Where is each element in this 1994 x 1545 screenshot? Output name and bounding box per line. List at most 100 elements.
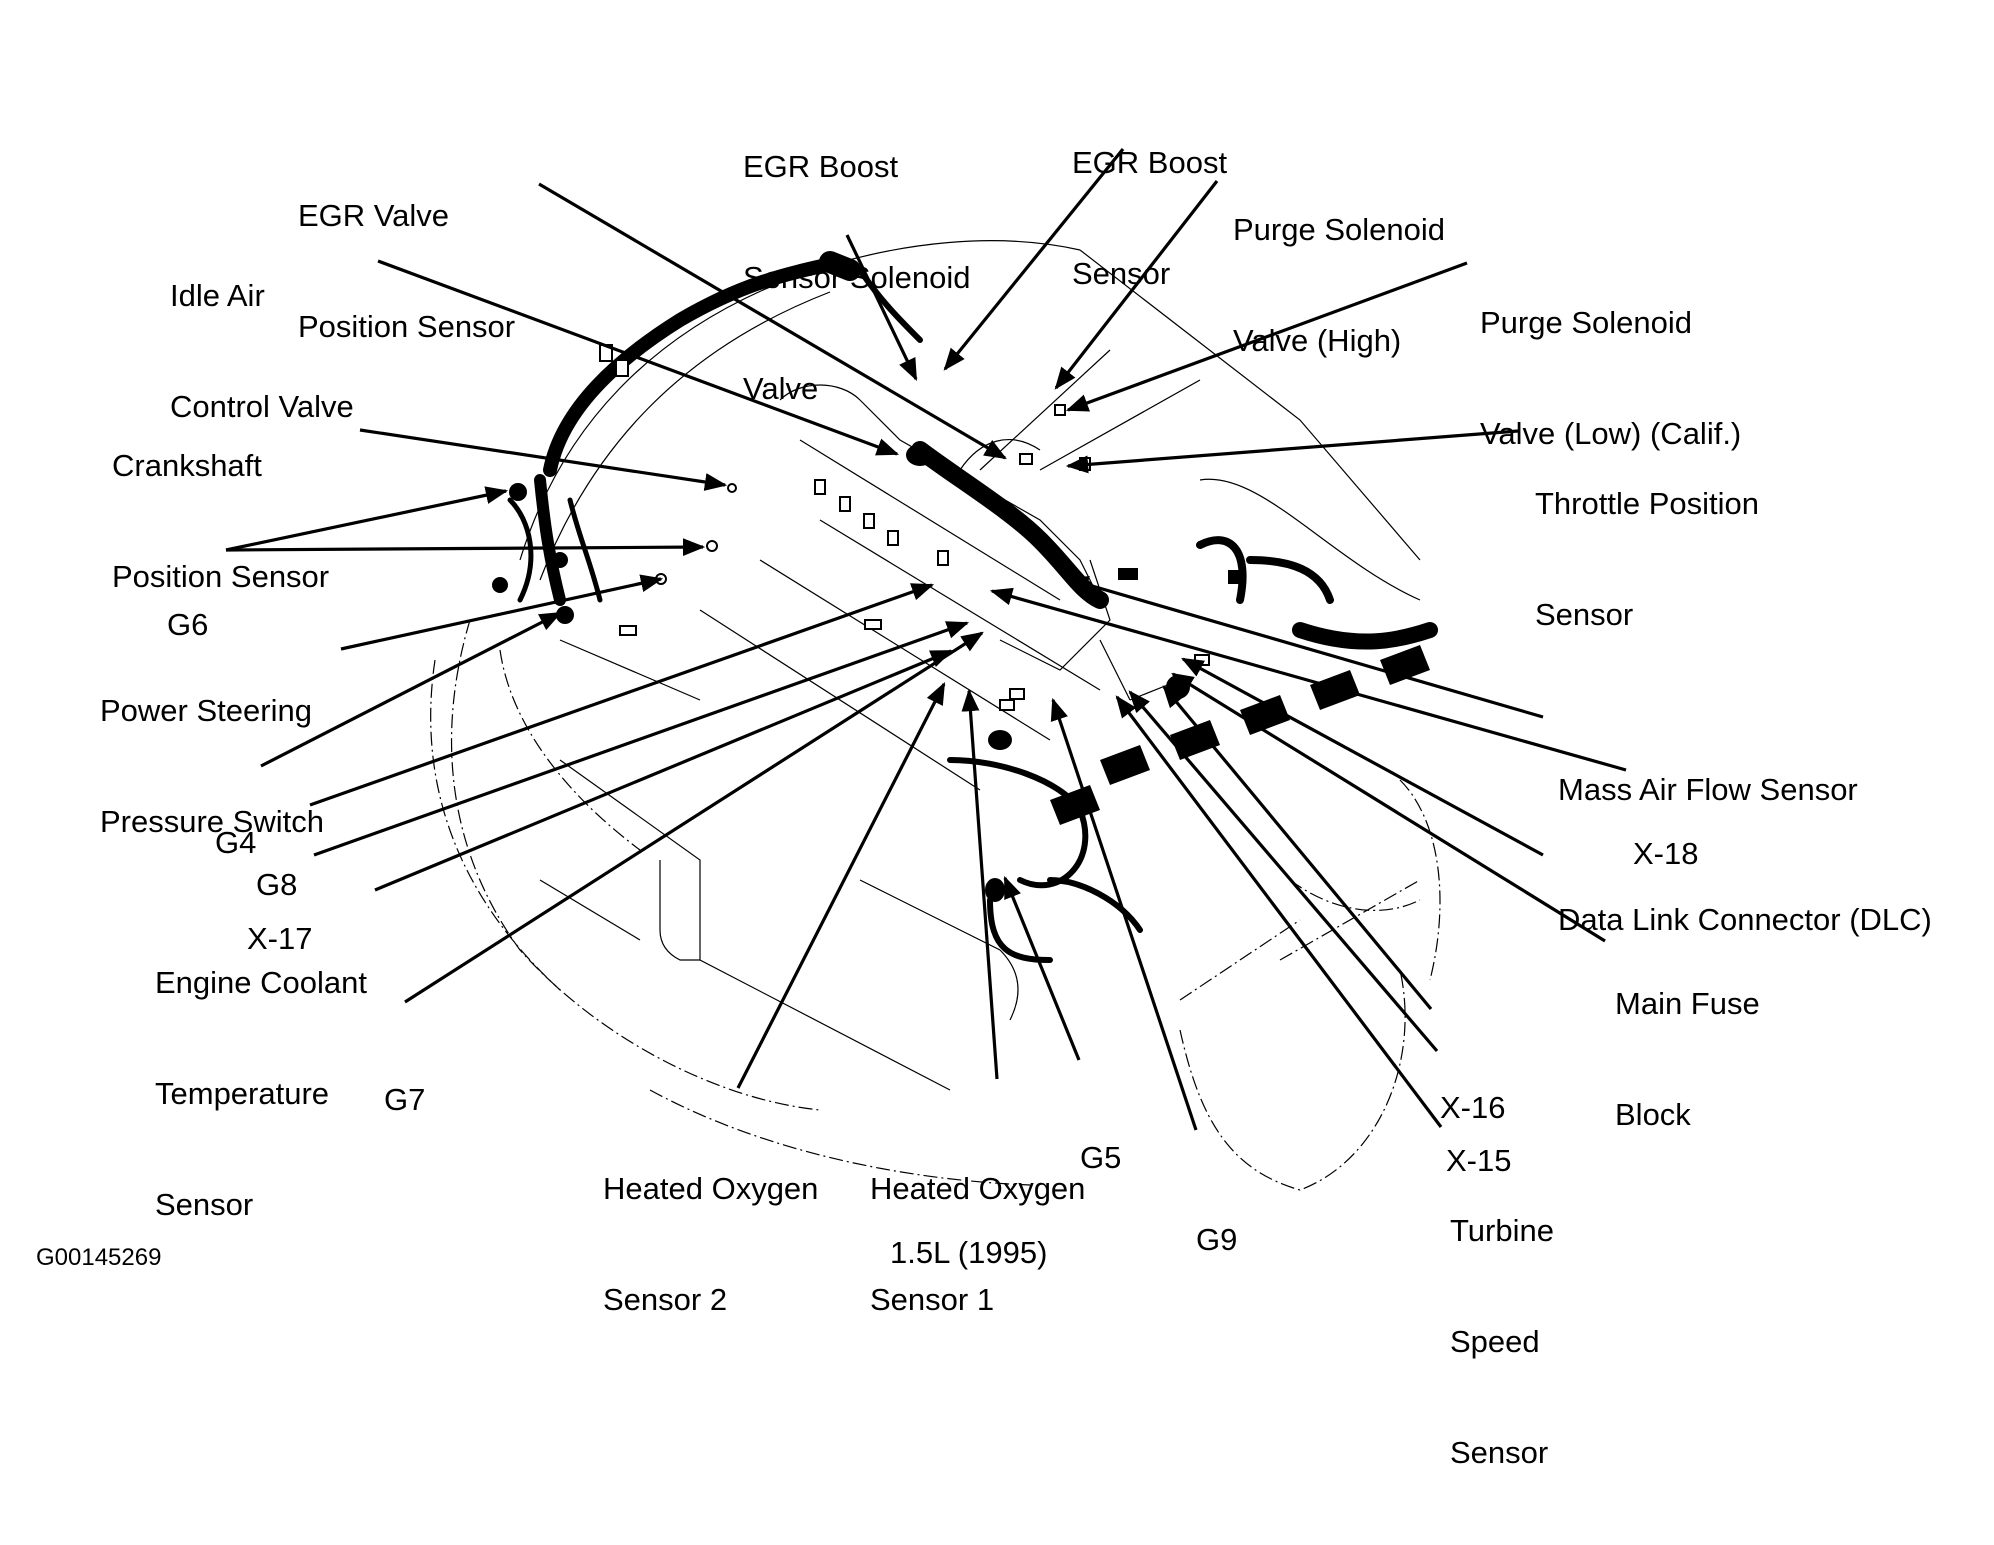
diagram-caption: 1.5L (1995): [890, 1235, 1048, 1270]
label-line: Heated Oxygen: [870, 1171, 1086, 1206]
label-engine-coolant-temperature-sensor: Engine Coolant Temperature Sensor: [155, 890, 367, 1297]
leader-data-link-connector: [1181, 657, 1544, 857]
label-g8: G8: [256, 792, 297, 977]
label-line: Sensor: [1450, 1435, 1549, 1470]
label-line: EGR Boost: [1072, 145, 1228, 180]
label-line: Mass Air Flow Sensor: [1558, 772, 1858, 807]
label-egr-boost-sensor-solenoid-valve: EGR Boost Sensor Solenoid Valve: [743, 74, 971, 481]
label-line: G8: [256, 867, 298, 902]
label-heated-oxygen-sensor-1: Heated Oxygen Sensor 1: [870, 1096, 1085, 1392]
label-purge-solenoid-valve-high: Purge Solenoid Valve (High): [1233, 137, 1445, 433]
label-line: X-16: [1440, 1090, 1506, 1125]
label-line: Main Fuse: [1615, 986, 1760, 1021]
label-data-link-connector: Data Link Connector (DLC): [1558, 827, 1932, 1012]
label-g9: G9: [1196, 1147, 1237, 1332]
leader-turbine-speed-sensor: [1115, 695, 1443, 1128]
leader-main-fuse-block: [1171, 672, 1606, 943]
label-line: G6: [167, 607, 209, 642]
leader-purge-solenoid-valve-high: [1054, 180, 1219, 390]
label-line: Sensor: [155, 1187, 254, 1222]
label-line: Sensor: [1072, 256, 1171, 291]
label-x-18: X-18: [1633, 761, 1698, 946]
leader-lines: [225, 147, 1627, 1131]
label-line: EGR Valve: [298, 198, 450, 233]
leader-heated-oxygen-sensor-2: [736, 682, 946, 1089]
label-line: Valve (High): [1233, 323, 1402, 358]
label-heated-oxygen-sensor-2: Heated Oxygen Sensor 2: [603, 1096, 818, 1392]
label-line: Speed: [1450, 1324, 1540, 1359]
label-line: Block: [1615, 1097, 1691, 1132]
label-line: Sensor 1: [870, 1282, 995, 1317]
label-idle-air-control-valve: Idle Air Control Valve: [170, 203, 354, 499]
leader-egr-boost-sensor-solenoid-valve: [845, 234, 918, 382]
leader-x-18: [989, 587, 1627, 772]
leader-g6-b: [225, 538, 706, 557]
label-line: Throttle Position: [1535, 486, 1759, 521]
label-line: Data Link Connector (DLC): [1558, 902, 1932, 937]
leader-mass-air-flow-sensor: [1065, 576, 1544, 719]
engine-compartment-illustration: [225, 147, 1627, 1191]
leader-g9: [1050, 697, 1198, 1131]
leader-x-17: [313, 621, 970, 857]
label-line: Crankshaft: [112, 448, 262, 483]
label-line: Engine Coolant: [155, 965, 367, 1000]
diagram-canvas: EGR Boost Sensor Solenoid Valve EGR Boos…: [36, 70, 1932, 1470]
label-line: Sensor: [1535, 597, 1634, 632]
leader-purge-solenoid-valve-low: [1065, 261, 1468, 412]
label-line: Sensor 2: [603, 1282, 728, 1317]
label-line: Pressure Switch: [100, 804, 324, 839]
label-line: Turbine: [1450, 1213, 1554, 1248]
label-x-15: X-15: [1446, 1068, 1511, 1253]
leader-g4: [260, 611, 562, 768]
label-g7: G7: [384, 1007, 425, 1192]
label-line: Power Steering: [100, 693, 312, 728]
label-line: EGR Boost: [743, 149, 899, 184]
leader-crankshaft-position-sensor: [359, 428, 728, 491]
label-line: G9: [1196, 1222, 1238, 1257]
label-line: Valve (Low) (Calif.): [1480, 416, 1742, 451]
label-line: Temperature: [155, 1076, 330, 1111]
leader-x-15: [1128, 690, 1439, 1053]
leader-idle-air-control-valve: [377, 259, 900, 456]
label-throttle-position-sensor: Throttle Position Sensor: [1535, 411, 1759, 707]
label-line: X-17: [247, 921, 313, 956]
label-line: X-15: [1446, 1143, 1512, 1178]
label-line: G4: [215, 825, 257, 860]
label-main-fuse-block: Main Fuse Block: [1615, 911, 1760, 1207]
leader-x-16: [1162, 685, 1433, 1011]
leader-heated-oxygen-sensor-1: [961, 688, 999, 1080]
leader-egr-boost-sensor: [943, 147, 1125, 371]
label-line: G5: [1080, 1140, 1122, 1175]
label-line: Position Sensor: [298, 309, 516, 344]
leader-g7: [404, 631, 984, 1004]
leader-throttle-position-sensor: [1065, 429, 1519, 474]
label-mass-air-flow-sensor: Mass Air Flow Sensor: [1558, 697, 1858, 882]
leader-g8: [309, 583, 935, 807]
label-x-16: X-16: [1440, 1015, 1505, 1200]
label-line: Heated Oxygen: [603, 1171, 819, 1206]
leader-power-steering-pressure-switch: [340, 574, 664, 651]
label-line: Purge Solenoid: [1233, 212, 1445, 247]
leader-engine-coolant-temperature-sensor: [374, 649, 954, 892]
leader-egr-valve-position-sensor: [538, 182, 1007, 460]
label-line: G7: [384, 1082, 426, 1117]
label-line: X-18: [1633, 836, 1699, 871]
label-line: Control Valve: [170, 389, 354, 424]
label-g4: G4: [215, 750, 256, 935]
label-egr-boost-sensor: EGR Boost Sensor: [1072, 70, 1227, 366]
bulkhead-harness-stripe: [1050, 645, 1430, 825]
label-crankshaft-position-sensor: Crankshaft Position Sensor: [112, 373, 329, 669]
label-line: Valve: [743, 371, 819, 406]
figure-id: G00145269: [36, 1244, 162, 1271]
label-line: Purge Solenoid: [1480, 305, 1692, 340]
label-egr-valve-position-sensor: EGR Valve Position Sensor: [298, 123, 515, 419]
label-x-17: X-17: [247, 846, 312, 1031]
label-g6: G6: [167, 532, 208, 717]
leader-g5: [1003, 875, 1081, 1061]
label-purge-solenoid-valve-low: Purge Solenoid Valve (Low) (Calif.): [1480, 230, 1741, 526]
label-power-steering-pressure-switch: Power Steering Pressure Switch: [100, 618, 324, 914]
label-line: Position Sensor: [112, 559, 330, 594]
label-line: Sensor Solenoid: [743, 260, 971, 295]
leader-g6-a: [225, 486, 509, 552]
label-g5: G5: [1080, 1065, 1121, 1250]
